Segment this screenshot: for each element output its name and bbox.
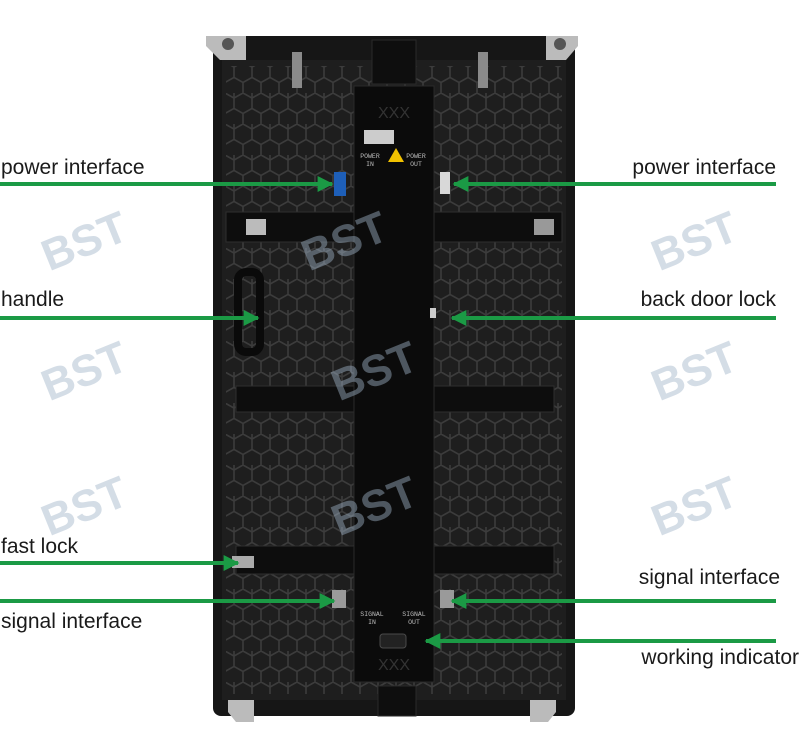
back-door-lock-latch	[430, 308, 436, 318]
label-power-interface-right: power interface	[632, 156, 776, 180]
label-signal-interface-right: signal interface	[639, 566, 780, 590]
panel-label-power-in: POWER	[360, 153, 380, 160]
label-handle: handle	[1, 288, 64, 312]
label-fast-lock: fast lock	[1, 535, 78, 559]
panel-label-power-in: IN	[366, 161, 374, 168]
watermark-logo: BST	[35, 467, 135, 545]
top-lift-block	[372, 40, 416, 84]
panel-label-signal-out: OUT	[408, 619, 420, 626]
top-pin-left	[292, 52, 302, 88]
panel-label-signal-in: IN	[368, 619, 376, 626]
crossbar-middle-right	[434, 386, 554, 412]
panel-sticker	[364, 130, 394, 144]
crossbar-clip	[534, 219, 554, 235]
top-pin-right	[478, 52, 488, 88]
watermark-logo: BST	[35, 202, 135, 280]
panel-label-power-out: OUT	[410, 161, 422, 168]
bottom-lift-block	[378, 686, 416, 716]
panel-vents-bottom: XXX	[378, 657, 410, 674]
label-signal-interface-left: signal interface	[1, 610, 142, 634]
crossbar-lower-right	[434, 546, 554, 574]
power-connector-in	[334, 172, 346, 196]
crossbar-clip	[246, 219, 266, 235]
watermark-logo: BST	[645, 467, 745, 545]
signal-connector-out	[440, 590, 454, 608]
corner-bottom-right	[530, 700, 556, 722]
power-connector-out	[440, 172, 450, 194]
watermark-logo: BST	[35, 332, 135, 410]
label-back-door-lock: back door lock	[641, 288, 776, 312]
corner-bottom-left	[228, 700, 254, 722]
panel-label-signal-in: SIGNAL	[360, 611, 384, 618]
signal-connector-in	[332, 590, 346, 608]
label-working-indicator: working indicator	[641, 646, 799, 670]
panel-vents-top: XXX	[378, 105, 410, 122]
corner-bolt-tl	[222, 38, 234, 50]
watermark-logo: BST	[645, 332, 745, 410]
label-power-interface-left: power interface	[1, 156, 145, 180]
watermark-logo: BST	[645, 202, 745, 280]
panel-label-power-out: POWER	[406, 153, 426, 160]
working-indicator-led	[380, 634, 406, 648]
panel-label-signal-out: SIGNAL	[402, 611, 426, 618]
corner-bolt-tr	[554, 38, 566, 50]
